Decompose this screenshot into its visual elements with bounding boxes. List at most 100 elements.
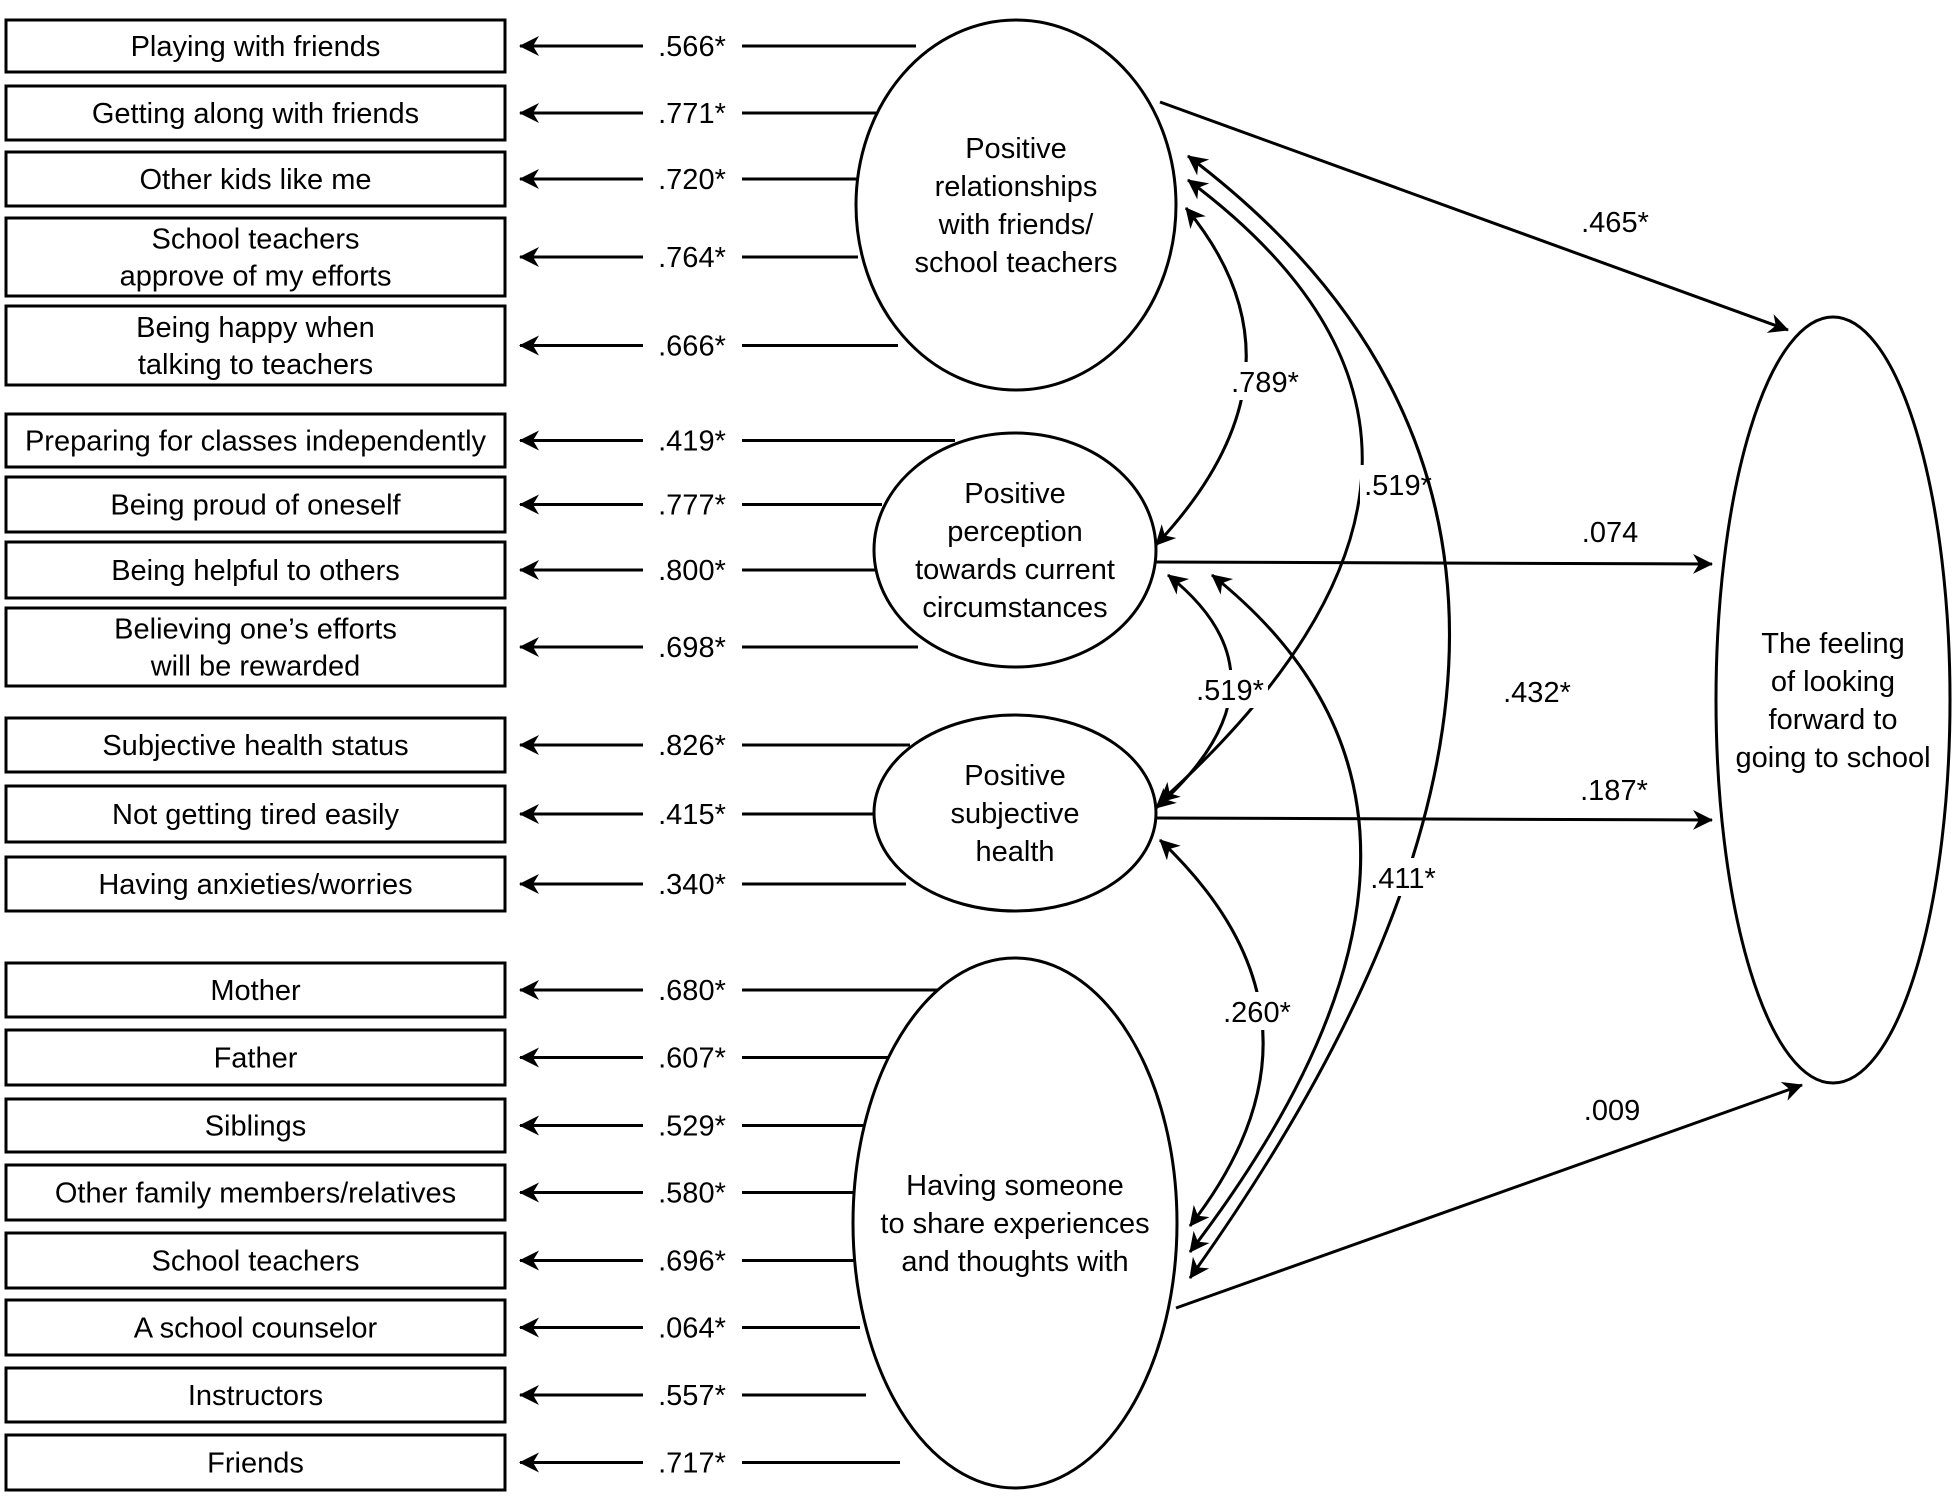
correlation-arrow [1158,178,1364,804]
latent-label-line: circumstances [922,592,1107,624]
indicator-label-line: Other kids like me [139,164,371,196]
indicator-label-line: approve of my efforts [120,261,392,293]
indicator-label: Father [214,1043,298,1075]
indicator-label-line: will be rewarded [150,651,361,683]
outcome-label-line: of looking [1771,666,1895,698]
loading-coefficient: .696* [658,1246,726,1278]
indicator-box [4,1163,507,1222]
connectors [519,36,1803,1473]
path-coefficient: .009 [1584,1095,1640,1127]
loading-coefficient: .566* [658,31,726,63]
latent-label-line: perception [947,516,1082,548]
indicator-label-line: Father [214,1043,298,1075]
loading-coefficient: .698* [658,632,726,664]
indicator-label-line: Mother [210,975,301,1007]
indicator-label: Siblings [205,1111,307,1143]
latent-label: Having someone to share experiences and th… [880,1170,1149,1278]
indicator-label: A school counselor [134,1313,378,1345]
indicator-label-line: Preparing for classes independently [25,426,487,458]
correlation-coefficient: .260* [1223,997,1291,1029]
indicator-label-line: talking to teachers [138,349,373,381]
latent-ellipse [854,18,1178,392]
correlation-coefficient: .411* [1370,863,1436,895]
indicator-label-line: Getting along with friends [92,98,419,130]
latent-label-line: with friends/ [938,209,1095,241]
latent-label: Positive subjective health [951,760,1080,868]
loading-coefficient: .607* [658,1043,726,1075]
indicator-label: Other kids like me [139,164,371,196]
indicator-box [4,216,507,298]
indicator-box [4,540,507,600]
loading-coefficient: .580* [658,1178,726,1210]
latent-label-line: and thoughts with [901,1246,1128,1278]
correlation-coefficient: .519* [1364,470,1432,502]
correlation-label-bg [1499,672,1575,710]
indicator-box [4,855,507,913]
indicator-label-line: Instructors [188,1380,323,1412]
indicator-label-line: Believing one’s efforts [114,614,397,646]
loading-coefficient: .415* [658,799,726,831]
indicator-box [4,606,507,688]
correlation-arrow [1187,154,1451,1279]
indicator-box [4,412,507,469]
latent-label-line: Having someone [906,1170,1124,1202]
loading-coefficient: .717* [658,1448,726,1480]
loading-coefficient: .064* [658,1313,726,1345]
indicator-label: Subjective health status [102,730,408,762]
correlation-coefficient: .432* [1503,677,1571,709]
loading-coefficient: .529* [658,1111,726,1143]
loading-coefficient: .826* [658,730,726,762]
correlation-coefficient: .519* [1196,675,1264,707]
indicator-label-line: Not getting tired easily [112,799,399,831]
indicator-label-line: Friends [207,1448,304,1480]
correlation-label-bg [1360,465,1436,503]
correlation-arrow [1188,573,1363,1253]
loading-coefficient: .720* [658,164,726,196]
indicator-box [4,961,507,1019]
loading-coefficient: .764* [658,242,726,274]
indicator-box [4,784,507,844]
latent-label-line: Positive [964,760,1066,792]
loading-coefficient: .419* [658,426,726,458]
loading-coefficient: .666* [658,331,726,363]
latent-label-line: to share experiences [880,1208,1149,1240]
shapes [4,18,1952,1492]
indicator-label-line: Siblings [205,1111,307,1143]
structural-path-arrow [1155,553,1713,574]
indicator-box [4,1298,507,1357]
correlation-coefficient: .789* [1231,367,1299,399]
loading-coefficient: .557* [658,1380,726,1412]
correlation-label-bg [1365,858,1441,896]
structural-path-arrow [1175,1081,1803,1310]
latent-label-line: Positive [964,478,1066,510]
indicator-label-line: Being helpful to others [111,555,400,587]
indicator-label: Having anxieties/worries [98,869,412,901]
indicator-box [4,84,507,142]
indicator-label: Mother [210,975,301,1007]
latent-label-line: subjective [951,798,1080,830]
indicator-box [4,1097,507,1154]
loading-coefficient: .340* [658,869,726,901]
indicator-label-line: Other family members/relatives [55,1178,456,1210]
indicator-label-line: Having anxieties/worries [98,869,412,901]
structural-path-arrow [1159,100,1789,333]
indicator-label: Playing with friends [131,31,381,63]
indicator-label: Believing one’s efforts will be rewarded [114,614,397,683]
latent-label-line: health [975,836,1054,868]
loading-coefficient: .771* [658,98,726,130]
indicator-label: Being helpful to others [111,555,400,587]
outcome-label-line: The feeling [1761,628,1905,660]
indicator-box [4,1231,507,1290]
indicator-label: Getting along with friends [92,98,419,130]
indicator-label-line: Being proud of oneself [110,490,401,522]
loading-coefficient: .680* [658,975,726,1007]
indicator-label-line: A school counselor [134,1313,378,1345]
correlation-label-bg [1219,992,1295,1030]
indicator-label-line: Subjective health status [102,730,408,762]
indicator-label: Friends [207,1448,304,1480]
